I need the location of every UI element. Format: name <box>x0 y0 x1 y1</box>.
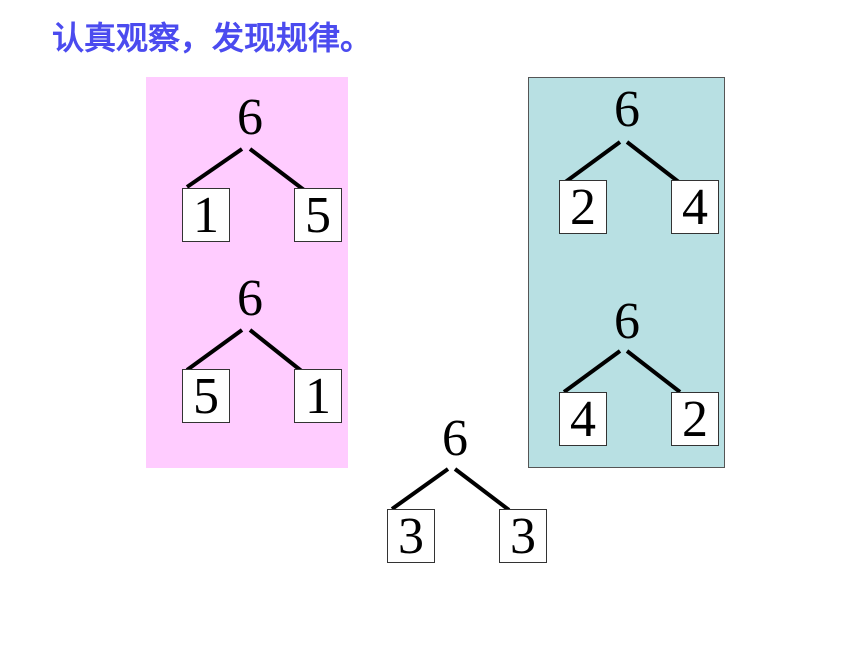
tree-left-part: 4 <box>559 392 607 447</box>
tree-left-part: 5 <box>182 369 230 424</box>
tree-right-part: 1 <box>294 369 342 424</box>
number-bond-tree: 6 1 5 <box>165 89 342 262</box>
tree-branches <box>390 467 511 512</box>
tree-total: 6 <box>614 293 640 350</box>
tree-total: 6 <box>237 89 263 146</box>
page-title: 认真观察，发现规律。 <box>52 19 373 57</box>
tree-branches <box>562 140 682 185</box>
tree-branches <box>185 147 306 192</box>
left-branch-line <box>185 147 244 189</box>
left-branch-line <box>390 467 450 511</box>
right-branch-line <box>453 467 511 512</box>
right-branch-line <box>625 140 682 185</box>
tree-right-part: 3 <box>499 509 547 564</box>
number-bond-tree: 6 4 2 <box>542 293 719 466</box>
left-branch-line <box>562 349 622 394</box>
tree-total: 6 <box>237 270 263 327</box>
tree-right-part: 4 <box>671 180 719 235</box>
tree-left-part: 1 <box>182 188 230 243</box>
right-branch-line <box>248 328 306 375</box>
right-branch-line <box>248 147 306 192</box>
tree-branches <box>185 328 306 375</box>
number-bond-tree: 6 2 4 <box>542 81 719 254</box>
tree-total: 6 <box>442 410 468 467</box>
tree-branches <box>562 349 682 394</box>
tree-right-part: 2 <box>671 392 719 447</box>
number-bond-tree: 6 3 3 <box>370 410 547 583</box>
tree-total: 6 <box>614 81 640 138</box>
left-branch-line <box>562 140 622 185</box>
right-branch-line <box>625 349 682 394</box>
left-branch-line <box>185 328 244 372</box>
number-bond-tree: 6 5 1 <box>165 270 342 443</box>
tree-left-part: 2 <box>559 180 607 235</box>
tree-right-part: 5 <box>294 188 342 243</box>
tree-left-part: 3 <box>387 509 435 564</box>
